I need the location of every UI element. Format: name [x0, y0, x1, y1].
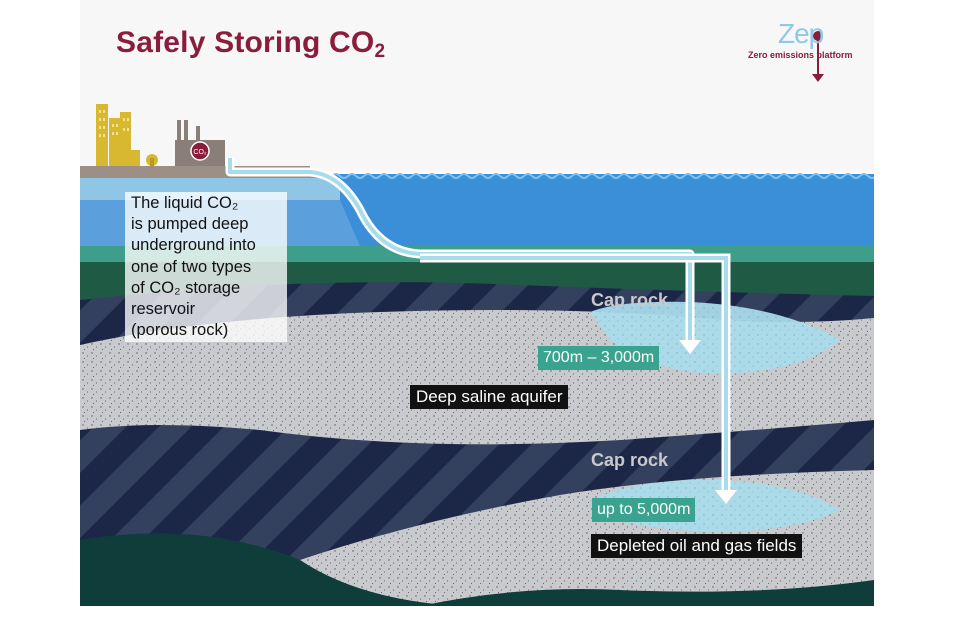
info-box-background: [125, 192, 287, 342]
sea-waves: [299, 173, 874, 179]
depth-label-deep: up to 5,000m: [592, 498, 696, 522]
aquifer-label: Deep saline aquifer: [410, 385, 569, 409]
power-plant: CO₂: [175, 120, 225, 166]
logo-wordmark: Zep: [778, 18, 824, 49]
page-title: Safely Storing CO2: [116, 26, 386, 62]
cap-rock-label-lower: Cap rock: [591, 450, 669, 470]
oil-gas-fields-label: Depleted oil and gas fields: [591, 534, 803, 558]
logo-tagline: Zero emissions platform: [748, 50, 853, 60]
arrow-head-lower: [715, 490, 737, 504]
info-text: The liquid CO₂ is pumped deep undergroun…: [131, 194, 256, 340]
co2-pipeline: [225, 158, 737, 504]
city-buildings: [96, 104, 158, 166]
cap-rock-label-upper: Cap rock: [591, 290, 669, 310]
arrow-head-upper: [679, 340, 701, 354]
sea: [300, 174, 874, 246]
bedrock-right: [420, 580, 874, 606]
co2-badge: CO₂: [193, 149, 207, 156]
bedrock: [80, 533, 460, 606]
zep-logo-mark: [812, 31, 824, 82]
depth-label-shallow: 700m – 3,000m: [538, 346, 660, 370]
